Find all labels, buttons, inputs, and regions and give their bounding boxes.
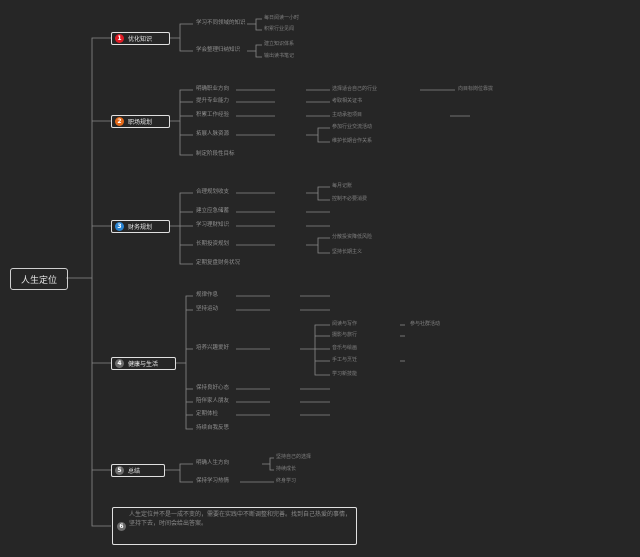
detail-node[interactable]: 参与社群活动 <box>410 321 441 327</box>
branch-node-1[interactable]: 1 优化知识 <box>111 32 170 45</box>
topic-node[interactable]: 定期体检 <box>196 411 219 417</box>
branch-node-5[interactable]: 5 总结 <box>111 464 165 477</box>
topic-node[interactable]: 规律作息 <box>196 292 219 298</box>
root-node[interactable]: 人生定位 <box>10 268 68 290</box>
detail-node[interactable]: 手工与烹饪 <box>332 357 358 363</box>
detail-node[interactable]: 参加行业交流活动 <box>332 124 373 130</box>
topic-node[interactable]: 积累工作经验 <box>196 112 230 118</box>
detail-node[interactable]: 控制不必要消费 <box>332 196 368 202</box>
topic-node[interactable]: 学习理财知识 <box>196 222 230 228</box>
detail-node[interactable]: 学习新技能 <box>332 371 358 377</box>
topic-node[interactable]: 提升专业能力 <box>196 98 230 104</box>
topic-node[interactable]: 合理规划收支 <box>196 189 230 195</box>
detail-node[interactable]: 建立知识体系 <box>264 41 295 47</box>
detail-node[interactable]: 分散投资降低风险 <box>332 234 373 240</box>
branch-node-2[interactable]: 2 职场规划 <box>111 115 170 128</box>
detail-node[interactable]: 坚持自己的选择 <box>276 454 312 460</box>
topic-node[interactable]: 培养兴趣爱好 <box>196 345 230 351</box>
detail-node[interactable]: 终身学习 <box>276 478 297 484</box>
topic-node[interactable]: 保持学习热情 <box>196 478 230 484</box>
branch-title: 职场规划 <box>128 119 153 126</box>
topic-node[interactable]: 持续自我反思 <box>196 425 230 431</box>
detail-node[interactable]: 音乐与绘画 <box>332 345 358 351</box>
detail-node[interactable]: 主动承担项目 <box>332 112 363 118</box>
detail-node[interactable]: 考取相关证书 <box>332 98 363 104</box>
topic-node[interactable]: 建立应急储蓄 <box>196 208 230 214</box>
topic-node[interactable]: 陪伴家人朋友 <box>196 398 230 404</box>
detail-node[interactable]: 阅读与写作 <box>332 321 358 327</box>
topic-node[interactable]: 明确职业方向 <box>196 86 230 92</box>
topic-node[interactable]: 坚持运动 <box>196 306 219 312</box>
branch-node-4[interactable]: 4 健康与生活 <box>111 357 176 370</box>
detail-node[interactable]: 输出读书笔记 <box>264 53 295 59</box>
branch-number-badge: 1 <box>115 34 124 43</box>
branch-title: 健康与生活 <box>128 361 159 368</box>
detail-node[interactable]: 维护长期合作关系 <box>332 138 373 144</box>
detail-node[interactable]: 持续成长 <box>276 466 297 472</box>
detail-node[interactable]: 坚持长期主义 <box>332 249 363 255</box>
topic-node[interactable]: 学习不同领域的知识 <box>196 20 246 26</box>
topic-node[interactable]: 保持良好心态 <box>196 385 230 391</box>
detail-node[interactable]: 每日阅读一小时 <box>264 15 300 21</box>
branch-number-badge: 4 <box>115 359 124 368</box>
branch-node-3[interactable]: 3 财务规划 <box>111 220 170 233</box>
summary-note-text: 人生定位并不是一成不变的，需要在实践中不断调整和完善。找到自己热爱的事情，坚持下… <box>129 511 352 527</box>
detail-node[interactable]: 每月记账 <box>332 183 353 189</box>
topic-node[interactable]: 制定阶段性目标 <box>196 151 235 157</box>
detail-node[interactable]: 积累行业见闻 <box>264 26 295 32</box>
branch-number-badge: 2 <box>115 117 124 126</box>
summary-note-block[interactable]: 6 人生定位并不是一成不变的，需要在实践中不断调整和完善。找到自己热爱的事情，坚… <box>112 507 357 545</box>
branch-number-badge: 6 <box>117 522 126 531</box>
topic-node[interactable]: 定期复盘财务状况 <box>196 260 241 266</box>
topic-node[interactable]: 长期投资规划 <box>196 241 230 247</box>
detail-node[interactable]: 选择适合自己的行业 <box>332 86 378 92</box>
branch-title: 总结 <box>128 468 141 475</box>
topic-node[interactable]: 拓展人脉资源 <box>196 131 230 137</box>
branch-title: 优化知识 <box>128 36 153 43</box>
detail-node[interactable]: 摄影与旅行 <box>332 332 358 338</box>
topic-node[interactable]: 学会整理归纳知识 <box>196 47 241 53</box>
branch-number-badge: 5 <box>115 466 124 475</box>
topic-node[interactable]: 明确人生方向 <box>196 460 230 466</box>
branch-number-badge: 3 <box>115 222 124 231</box>
detail-node[interactable]: 向目标岗位靠拢 <box>458 86 494 92</box>
branch-title: 财务规划 <box>128 224 153 231</box>
